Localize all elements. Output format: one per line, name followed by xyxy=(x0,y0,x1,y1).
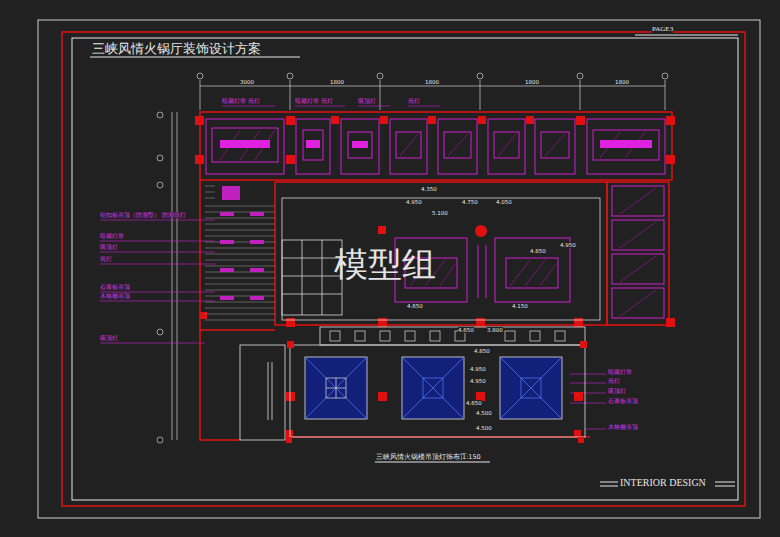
callout: 木格栅吊顶 xyxy=(100,293,130,299)
elevation: 4.950 xyxy=(470,366,486,372)
dimension: 1800 xyxy=(330,79,344,85)
callout: 吸顶灯 xyxy=(100,244,118,250)
scale: 1:150 xyxy=(462,454,481,461)
callout: 木格栅吊顶 xyxy=(608,424,638,430)
elevation: 4.050 xyxy=(496,199,512,205)
elevation: 4.650 xyxy=(458,327,474,333)
elevation: 3.800 xyxy=(487,327,503,333)
elevation: 4.950 xyxy=(470,378,486,384)
callout: 吸顶灯 xyxy=(608,388,626,394)
callout: 筒灯 xyxy=(608,378,620,384)
callout: 暗藏灯带 筒灯 xyxy=(295,98,333,104)
drawing-title: 三峡风情火锅厅装饰设计方案 xyxy=(92,42,261,56)
page-number: PAGE3 xyxy=(652,26,673,34)
callout: 筒灯 xyxy=(408,98,420,104)
drawing-caption: 三峡风情火锅楼吊顶灯饰布置 xyxy=(376,454,467,461)
elevation: 4.650 xyxy=(407,303,423,309)
elevation: 4.850 xyxy=(474,348,490,354)
callout: 石膏板吊顶 xyxy=(100,284,130,290)
dimension: 1800 xyxy=(525,79,539,85)
dimension: 1800 xyxy=(615,79,629,85)
elevation: 4.650 xyxy=(466,400,482,406)
dimension: 1800 xyxy=(425,79,439,85)
callout: 暗藏灯带 xyxy=(608,369,632,375)
elevation: 4.500 xyxy=(476,425,492,431)
callout: 暗藏灯带 筒灯 xyxy=(222,98,260,104)
callout: 暗藏灯带 xyxy=(100,233,124,239)
firm-name: INTERIOR DESIGN xyxy=(620,477,706,488)
callout: 石膏板吊顶 xyxy=(608,398,638,404)
callout: 吸顶灯 xyxy=(358,98,376,104)
watermark: 模型组 xyxy=(334,246,436,283)
callout: 筒灯 xyxy=(100,256,112,262)
elevation: 4.950 xyxy=(560,242,576,248)
elevation: 4.150 xyxy=(512,303,528,309)
elevation: 4.500 xyxy=(476,410,492,416)
elevation: 4.350 xyxy=(421,186,437,192)
elevation: 4.850 xyxy=(530,248,546,254)
callout: 铝扣板吊顶（防潮型） 防潮筒灯 xyxy=(100,212,186,218)
elevation: 4.950 xyxy=(406,199,422,205)
callout: 吸顶灯 xyxy=(100,335,118,341)
dimension: 3000 xyxy=(240,79,254,85)
elevation: 5.100 xyxy=(432,210,448,216)
elevation: 4.750 xyxy=(462,199,478,205)
